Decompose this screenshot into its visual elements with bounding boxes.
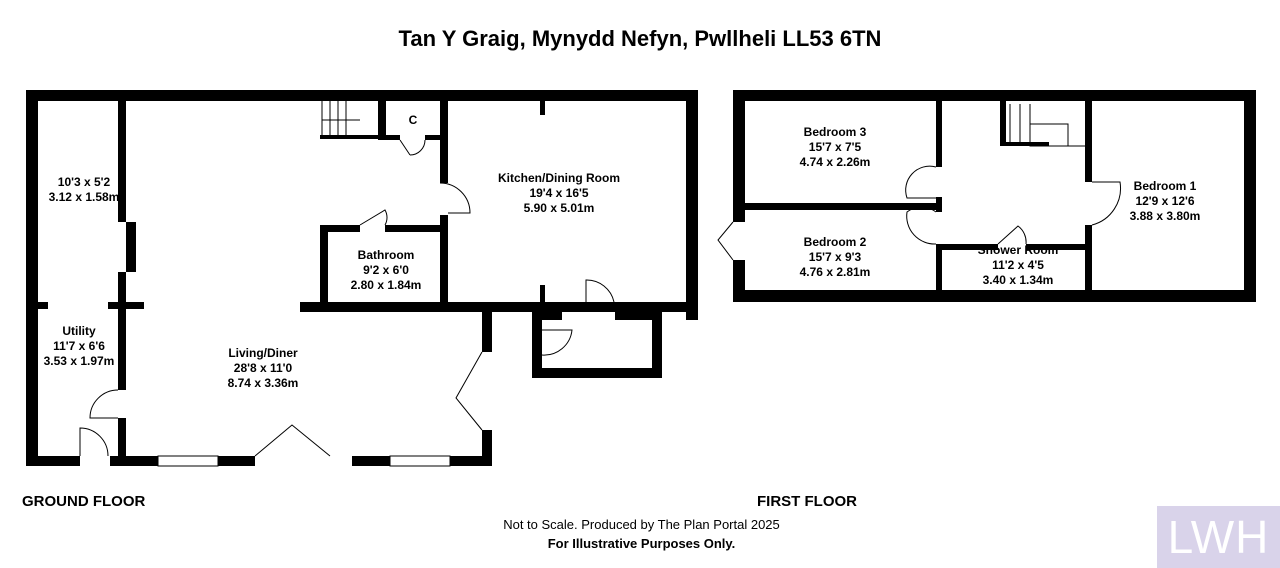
kitchen-metric: 5.90 x 5.01m <box>524 201 595 215</box>
ground-floor-walls <box>26 90 698 466</box>
bathroom-metric: 2.80 x 1.84m <box>351 278 422 292</box>
store-metric: 3.12 x 1.58m <box>49 190 120 204</box>
bedroom2-imperial: 15'7 x 9'3 <box>809 250 862 264</box>
bedroom2-name: Bedroom 2 <box>804 235 867 249</box>
bedroom2-metric: 4.76 x 2.81m <box>800 265 871 279</box>
footer-disclaimer: For Illustrative Purposes Only. <box>547 536 736 551</box>
bedroom1-name: Bedroom 1 <box>1134 179 1197 193</box>
first-floor-label: FIRST FLOOR <box>757 493 857 510</box>
living-name: Living/Diner <box>228 346 298 360</box>
ground-floor-label: GROUND FLOOR <box>22 493 146 510</box>
utility-metric: 3.53 x 1.97m <box>44 354 115 368</box>
shower-room-imperial: 11'2 x 4'5 <box>992 258 1044 272</box>
bedroom1-imperial: 12'9 x 12'6 <box>1135 194 1194 208</box>
lwh-logo: LWH <box>1157 506 1280 568</box>
plan-title: Tan Y Graig, Mynydd Nefyn, Pwllheli LL53… <box>398 26 882 51</box>
kitchen-name: Kitchen/Dining Room <box>498 171 620 185</box>
bathroom-name: Bathroom <box>358 248 415 262</box>
bathroom-imperial: 9'2 x 6'0 <box>363 263 409 277</box>
utility-imperial: 11'7 x 6'6 <box>53 339 105 353</box>
bedroom3-name: Bedroom 3 <box>804 125 867 139</box>
footer-note: Not to Scale. Produced by The Plan Porta… <box>503 517 780 532</box>
bedroom1-metric: 3.88 x 3.80m <box>1130 209 1201 223</box>
living-imperial: 28'8 x 11'0 <box>234 361 293 375</box>
bedroom3-imperial: 15'7 x 7'5 <box>809 140 862 154</box>
first-floor-walls <box>733 90 1256 302</box>
store-imperial: 10'3 x 5'2 <box>58 175 111 189</box>
kitchen-imperial: 19'4 x 16'5 <box>529 186 588 200</box>
ground-floor-doors <box>79 100 615 467</box>
cupboard-label: C <box>409 113 418 127</box>
shower-room-name: Shower Room <box>978 243 1059 257</box>
living-metric: 8.74 x 3.36m <box>228 376 299 390</box>
bedroom3-metric: 4.74 x 2.26m <box>800 155 871 169</box>
utility-name: Utility <box>62 324 96 338</box>
shower-room-metric: 3.40 x 1.34m <box>983 273 1054 287</box>
first-floor-doors <box>717 104 1121 261</box>
